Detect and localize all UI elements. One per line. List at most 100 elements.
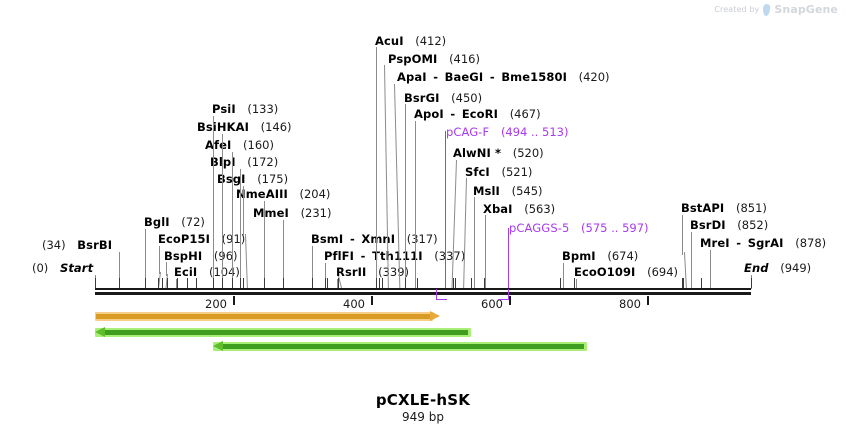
leader-line-xbai (485, 215, 486, 290)
site-label-xbai[interactable]: XbaI (563) (483, 202, 556, 216)
leader-line-bsrdi (691, 232, 692, 290)
feature-arrow-green-2-shaft (223, 344, 584, 349)
leader-line-rsrii (337, 279, 338, 290)
ruler-tick (145, 278, 146, 288)
ruler-tick (751, 278, 752, 288)
primer-label-pcaggs-5[interactable]: pCAGGS-5 (575 .. 597) (509, 221, 649, 235)
site-label-ecii[interactable]: EciI (104) (174, 265, 240, 279)
site-label-bsrbi[interactable]: (34) BsrBI (42, 238, 113, 252)
ruler-tick (196, 278, 197, 288)
feature-arrow-green-2-head (213, 341, 223, 351)
feature-arrow-green-1-shaft (105, 330, 468, 335)
ruler-tick (379, 278, 380, 288)
ruler-tick (119, 278, 120, 288)
leader-line-pcaggs-5 (508, 228, 510, 290)
site-label-acui[interactable]: AcuI (412) (375, 34, 447, 48)
leader-line-pflfi (325, 263, 326, 289)
site-label-blpi[interactable]: BlpI (172) (210, 155, 279, 169)
site-label-alwni[interactable]: AlwNI * (520) (453, 146, 544, 160)
ruler-scale-tick-400 (371, 296, 373, 305)
leader-line-ecoo109i (576, 279, 577, 290)
site-label-bgli[interactable]: BglI (72) (144, 215, 205, 229)
primer-bracket-pcag-f (436, 289, 447, 300)
ruler-scale-label-200: 200 (205, 297, 227, 311)
ruler-tick (187, 278, 188, 288)
site-label-bsmi-xmni[interactable]: BsmI - XmnI (317) (311, 232, 438, 246)
site-label-mrei-sgrai[interactable]: MreI - SgrAI (878) (700, 236, 827, 250)
leader-line-bsmi (312, 246, 313, 289)
ruler-scale-tick-600 (509, 296, 511, 305)
leader-line-psii (213, 116, 214, 289)
leader-line-pcag-f (445, 131, 447, 289)
plasmid-backbone-top (95, 288, 751, 290)
feature-arrow-orange-head (430, 311, 440, 321)
ruler-tick (213, 278, 214, 288)
ruler-tick (325, 278, 326, 288)
site-label-apoi-ecori[interactable]: ApoI - EcoRI (467) (414, 107, 541, 121)
site-label-bpmi[interactable]: BpmI (674) (562, 249, 639, 263)
ruler-tick (264, 278, 265, 288)
ruler-tick (327, 278, 328, 288)
ruler-scale-label-400: 400 (343, 297, 365, 311)
ruler-tick (574, 278, 575, 288)
site-label-ecoo109i[interactable]: EcoO109I (694) (574, 265, 679, 279)
site-label-sfci[interactable]: SfcI (521) (465, 165, 533, 179)
leader-line-sfci (463, 177, 467, 290)
leader-line-bsrgi (405, 104, 406, 290)
ruler-tick (222, 278, 223, 288)
site-label-bsrdi[interactable]: BsrDI (852) (690, 218, 769, 232)
leader-line-msli (474, 197, 475, 290)
ruler-tick (167, 278, 168, 288)
site-label-bsgi[interactable]: BsgI (175) (217, 172, 289, 186)
ruler-tick (453, 278, 454, 288)
ruler-scale-label-600: 600 (481, 297, 503, 311)
plasmid-backbone-bottom (95, 292, 751, 295)
ruler-tick (95, 278, 96, 288)
site-label-psii[interactable]: PsiI (133) (212, 102, 279, 116)
site-label-start[interactable]: (0) Start (32, 261, 94, 275)
leader-line-ecop15i (159, 246, 160, 274)
leader-line-afei (232, 152, 233, 289)
leader-line-bsrbi (119, 252, 120, 289)
leader-line-bsphi (166, 262, 167, 276)
ruler-tick (283, 278, 284, 288)
ruler-tick (158, 278, 159, 288)
site-label-bsrgi[interactable]: BsrGI (450) (404, 91, 483, 105)
site-label-apai-baegi-bme1580i[interactable]: ApaI - BaeGI - Bme1580I (420) (397, 70, 610, 84)
feature-arrow-orange[interactable] (95, 311, 443, 322)
ruler-scale-tick-800 (647, 296, 649, 305)
leader-line-bgli (145, 229, 146, 289)
leader-line-blpi (240, 169, 241, 289)
site-label-end[interactable]: End (949) (744, 261, 812, 275)
site-label-pflfi-tth111i[interactable]: PflFI - Tth111I (337) (324, 249, 466, 263)
leader-line-acui (376, 47, 377, 289)
site-label-ecop15i[interactable]: EcoP15I (91) (158, 232, 246, 246)
watermark-created-label: Created by (714, 5, 760, 14)
leader-line-bstapi (682, 215, 683, 255)
ruler-tick (376, 278, 377, 288)
site-label-afei[interactable]: AfeI (160) (205, 138, 274, 152)
ruler-tick (240, 278, 241, 288)
leader-line-mmei (283, 220, 284, 289)
feature-arrow-green-2[interactable] (213, 341, 591, 352)
site-label-msli[interactable]: MslI (545) (473, 184, 543, 198)
site-label-bsphi[interactable]: BspHI (96) (164, 249, 238, 263)
site-label-bstapi[interactable]: BstAPI (851) (681, 201, 767, 215)
site-label-nmeaiii[interactable]: NmeAIII (204) (236, 187, 331, 201)
ruler-tick (162, 278, 163, 288)
ruler-tick (177, 278, 178, 288)
feature-arrow-green-1[interactable] (95, 327, 475, 338)
ruler-tick (455, 278, 456, 288)
ruler-tick (405, 278, 406, 288)
ruler-tick (312, 278, 313, 288)
site-label-rsrii[interactable]: RsrII (339) (336, 265, 410, 279)
site-label-pspomi[interactable]: PspOMI (416) (388, 52, 480, 66)
site-label-bsihkai[interactable]: BsiHKAI (146) (197, 120, 292, 134)
leader-line-mrei (710, 250, 711, 290)
leader-line-bsihkai (222, 134, 223, 289)
leader-line-nmeaiii (264, 201, 265, 289)
primer-label-pcag-f[interactable]: pCAG-F (494 .. 513) (446, 125, 569, 139)
watermark-brand: SnapGene (774, 3, 838, 16)
site-label-mmei[interactable]: MmeI (231) (253, 206, 332, 220)
